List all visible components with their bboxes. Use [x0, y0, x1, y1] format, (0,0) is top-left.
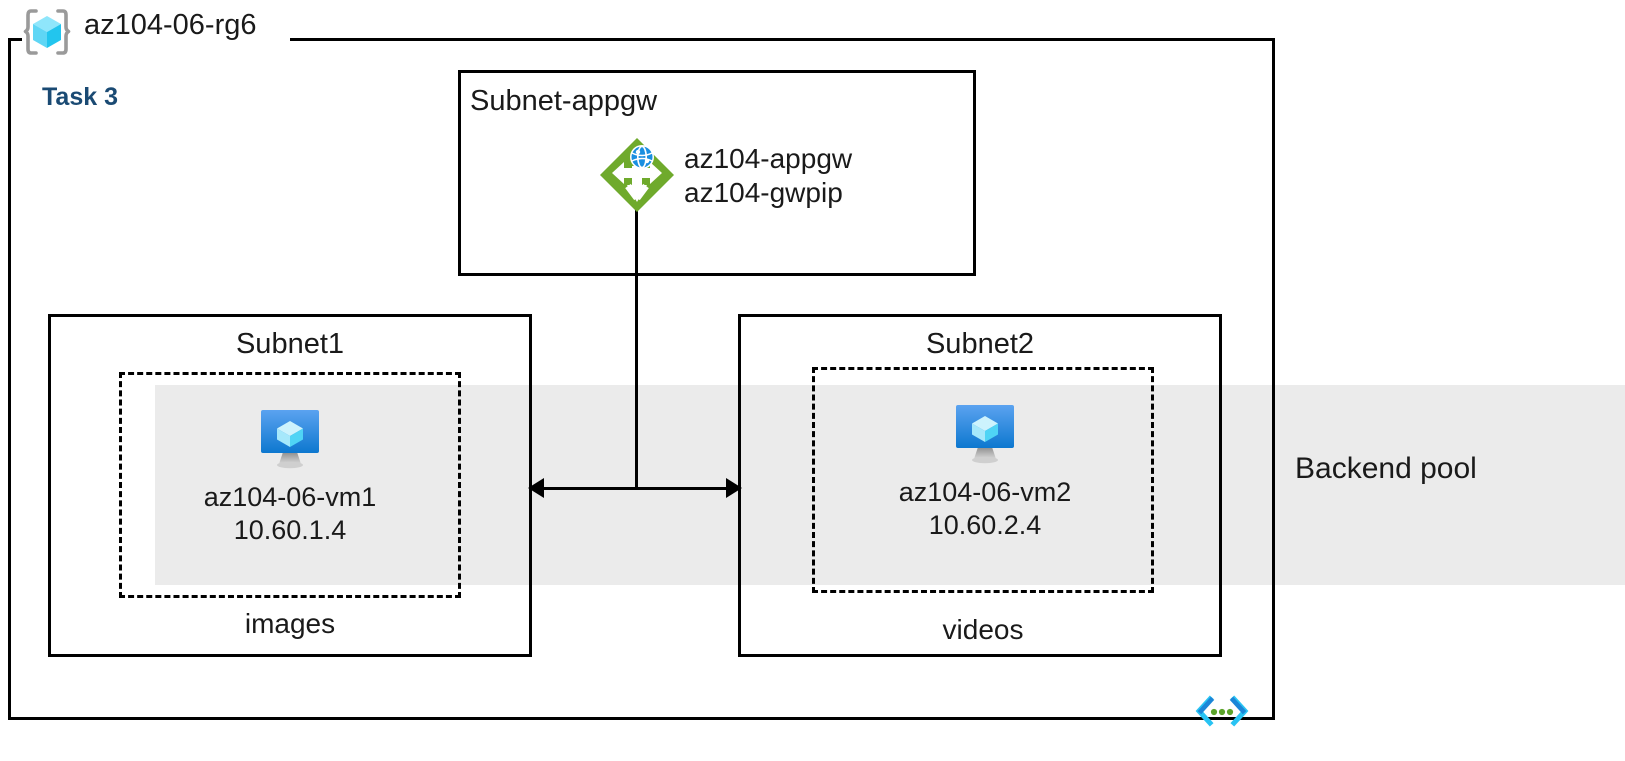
appgw-resource-labels: az104-appgw az104-gwpip [684, 142, 852, 209]
subnet-appgw-title: Subnet-appgw [470, 85, 658, 117]
subnet1-title: Subnet1 [235, 328, 345, 360]
resource-group-border-bottom [8, 717, 1275, 720]
backend-pool-label: Backend pool [1295, 452, 1477, 485]
appgw-name: az104-appgw [684, 143, 853, 174]
resource-group-cube-icon [22, 7, 72, 57]
subnet2-dashed-group [812, 367, 1154, 593]
resource-group-border-left [8, 38, 11, 720]
resource-group-name: az104-06-rg6 [84, 9, 257, 41]
subnet2-title: Subnet2 [925, 328, 1035, 360]
resource-group-border-top-left-stub [8, 38, 22, 41]
vm1-block: az104-06-vm1 10.60.1.4 [140, 404, 440, 547]
arrow-head-right-icon [726, 478, 742, 498]
task-label: Task 3 [42, 83, 118, 111]
subnet1-caption: images [244, 608, 336, 639]
resource-group-border-right [1272, 38, 1275, 720]
subnet1-dashed-group [119, 372, 461, 598]
backend-pool-band [155, 385, 1625, 585]
vm2-block: az104-06-vm2 10.60.2.4 [835, 399, 1135, 542]
vm2-ip: 10.60.2.4 [928, 509, 1042, 540]
subnet2-caption: videos [942, 614, 1024, 645]
gwpip-name: az104-gwpip [684, 176, 843, 208]
vm1-ip: 10.60.1.4 [233, 514, 347, 545]
application-gateway-icon [598, 136, 676, 214]
resource-group-border-top [290, 38, 1275, 41]
subnet-appgw-box [458, 70, 976, 276]
vm2-name: az104-06-vm2 [898, 477, 1072, 507]
code-brackets-icon [1195, 693, 1249, 729]
connector-vertical [635, 210, 638, 488]
virtual-machine-icon [956, 405, 1014, 464]
vm1-name: az104-06-vm1 [203, 482, 377, 512]
connector-horizontal [540, 487, 730, 490]
virtual-machine-icon [261, 410, 319, 469]
arrow-head-left-icon [528, 478, 544, 498]
